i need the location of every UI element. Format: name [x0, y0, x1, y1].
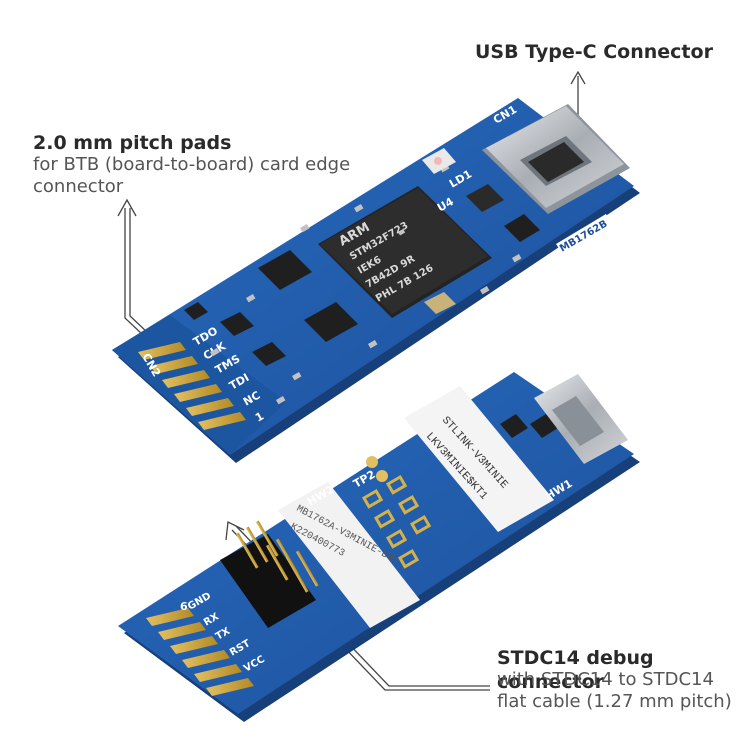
stdc-callout-line1: with STDC14 to STDC14	[497, 669, 714, 690]
stdc-callout-title: STDC14 debug connector	[497, 647, 654, 693]
stdc14-header	[220, 520, 319, 628]
small-ic-1	[258, 250, 312, 290]
top-board: TDO CLK TMS TDI NC 1 CN2 ARM STM32F723 I…	[112, 98, 640, 463]
led-ld1	[422, 148, 456, 174]
usb-callout-title: USB Type-C Connector	[475, 41, 713, 63]
crystal	[424, 292, 456, 314]
edge-pads	[138, 342, 246, 430]
pads-callout-line1: for BTB (board-to-board) card edge	[33, 154, 351, 175]
small-ic-4	[252, 342, 286, 366]
small-ic-3	[220, 312, 254, 336]
bottom-ic	[500, 414, 528, 438]
small-ic-2	[304, 302, 358, 342]
bottom-board: STLINK-V3MINIE LKV3MINIE$KT1 MB1762A-V3M…	[118, 372, 640, 722]
bottom-edge-pads	[146, 608, 254, 696]
small-ic-5	[184, 302, 208, 320]
pads-callout-title: 2.0 mm pitch pads	[33, 132, 232, 154]
usb-c-connector	[482, 104, 630, 214]
test-point-tp1	[366, 456, 378, 468]
bottom-usb-connector	[534, 374, 628, 464]
inductor	[466, 184, 504, 212]
mcu-chip: ARM STM32F723 IEK6 7B42D 9R PHL 7B 126	[318, 186, 492, 318]
ic-u4	[504, 214, 540, 242]
test-point-tp2	[376, 470, 388, 482]
via-pattern	[361, 474, 432, 569]
stdc-callout-line2: flat cable (1.27 mm pitch)	[497, 691, 732, 712]
pin-label-top6: 6	[180, 600, 188, 613]
pads-callout-line2: connector	[33, 176, 124, 197]
